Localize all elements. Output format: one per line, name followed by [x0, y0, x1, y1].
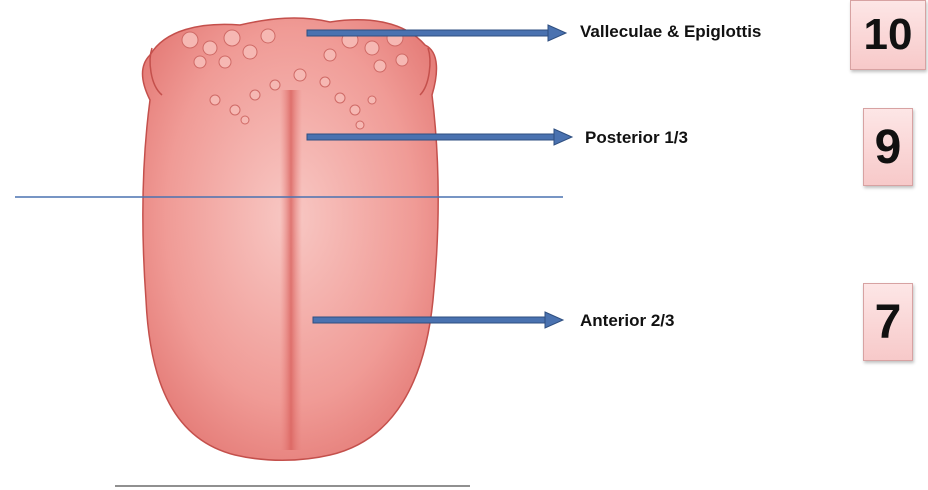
- score-box-valleculae: 10: [850, 0, 926, 70]
- label-posterior: Posterior 1/3: [585, 128, 688, 148]
- label-anterior: Anterior 2/3: [580, 311, 674, 331]
- median-sulcus: [280, 90, 302, 450]
- score-box-anterior: 7: [863, 283, 913, 361]
- label-valleculae: Valleculae & Epiglottis: [580, 22, 761, 42]
- score-box-posterior: 9: [863, 108, 913, 186]
